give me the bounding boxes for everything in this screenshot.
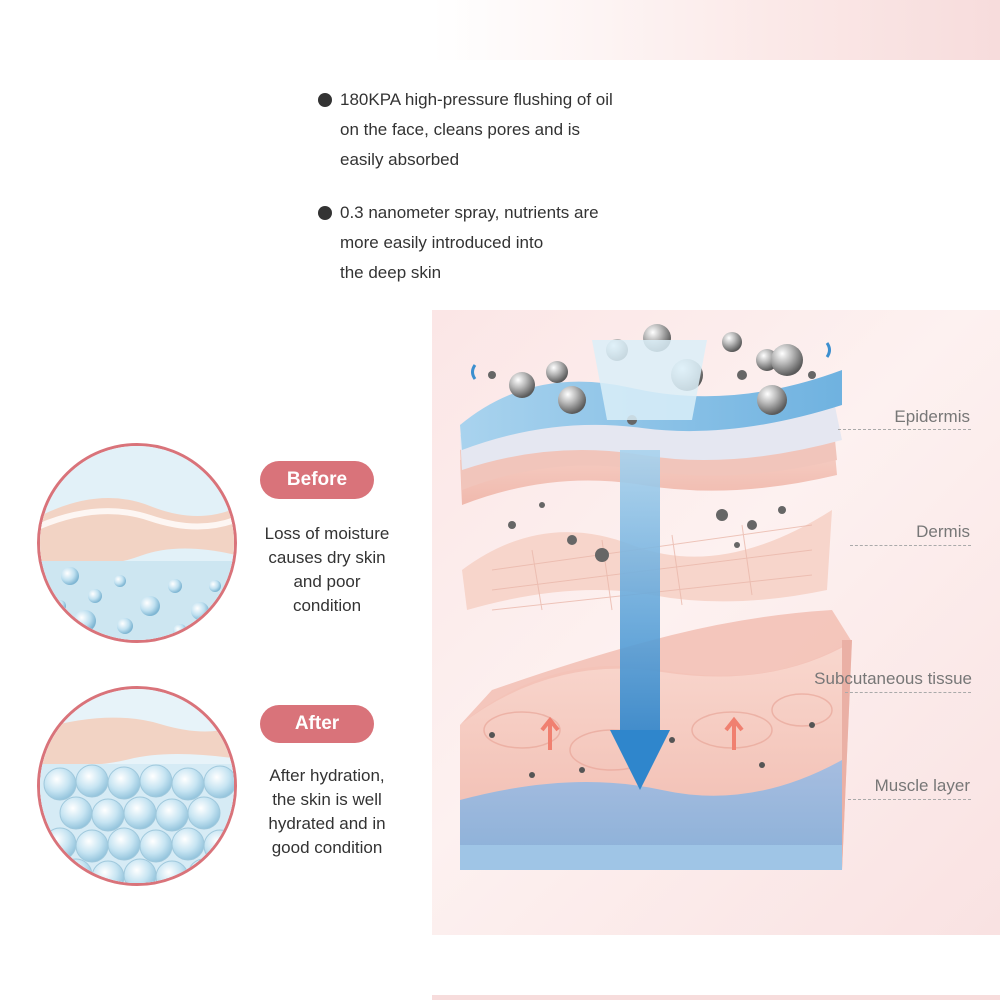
hydrated-skin-illustration (40, 689, 234, 883)
skin-layers-diagram (460, 324, 852, 870)
feature-text: 0.3 nanometer spray, nutrients are more … (340, 203, 599, 282)
label-subcutaneous-tissue: Subcutaneous tissue (814, 669, 972, 688)
before-skin-circle (37, 443, 237, 643)
after-description: After hydration, the skin is well hydrat… (268, 766, 386, 857)
dry-skin-illustration (40, 446, 234, 640)
before-description: Loss of moisture causes dry skin and poo… (264, 524, 390, 615)
bullet-dot-icon (318, 93, 332, 107)
wave-icons (471, 342, 831, 380)
muscle-leader-line (848, 799, 971, 800)
dermis-leader-line (850, 545, 971, 546)
bottom-background-strip (432, 995, 1000, 1000)
label-dermis: Dermis (916, 522, 970, 541)
label-muscle-layer: Muscle layer (874, 776, 970, 795)
epidermis-leader-line (838, 429, 971, 430)
feature-text: 180KPA high-pressure flushing of oil on … (340, 90, 613, 169)
before-badge: Before (260, 461, 374, 499)
feature-bullet-spray: 0.3 nanometer spray, nutrients are more … (318, 198, 698, 288)
feature-bullet-pressure: 180KPA high-pressure flushing of oil on … (318, 85, 698, 175)
after-skin-circle (37, 686, 237, 886)
after-badge: After (260, 705, 374, 743)
top-background-strip (432, 0, 1000, 60)
bullet-dot-icon (318, 206, 332, 220)
spray-arrow (592, 340, 707, 790)
subcutaneous-leader-line (845, 692, 971, 693)
label-epidermis: Epidermis (894, 407, 970, 426)
